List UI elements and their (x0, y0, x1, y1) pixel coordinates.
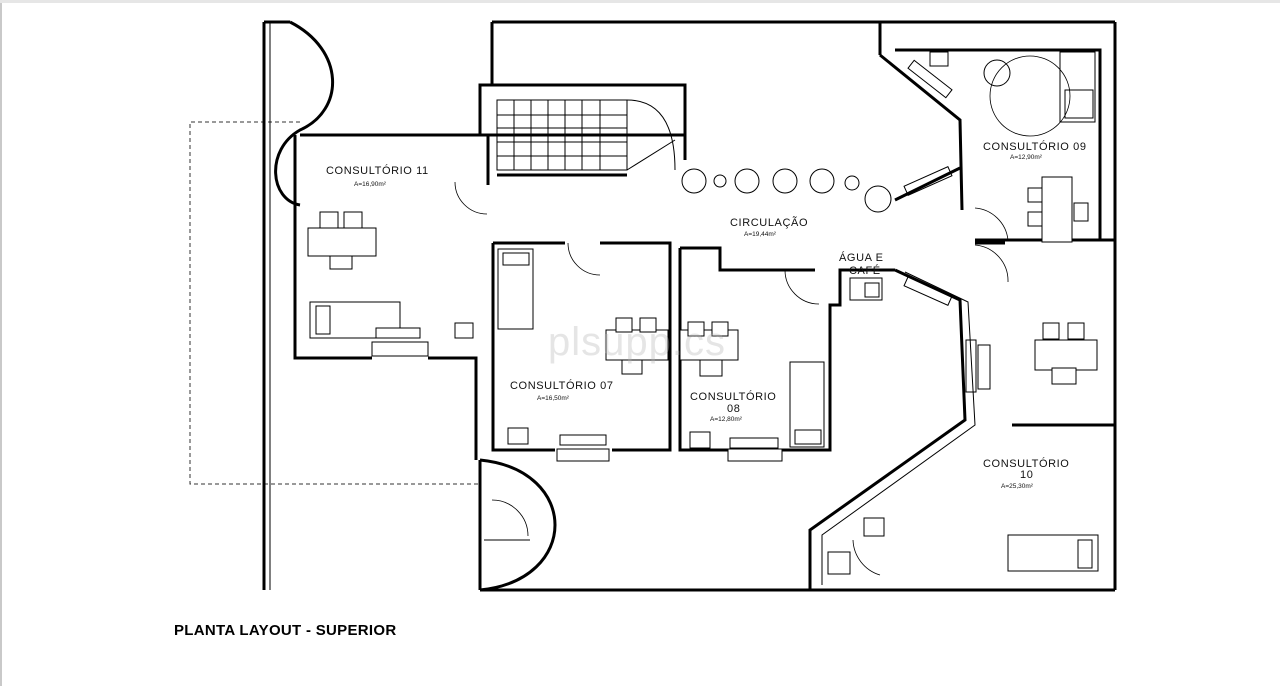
stair (478, 83, 687, 177)
outer-walls (262, 20, 1117, 592)
agua-cafe-label-line1: ÁGUA E (839, 251, 884, 264)
consultorio-09-area: A=12,90m² (1010, 154, 1043, 161)
circulacao-area: A=19,44m² (744, 231, 777, 238)
consultorio-11-area: A=16,90m² (354, 181, 387, 188)
lower-curved-stair (478, 458, 557, 592)
consultorio-08-number: 08 (727, 403, 740, 415)
consultorio-10-label: CONSULTÓRIO (983, 457, 1069, 470)
consultorio-10-area: A=25,30m² (1001, 483, 1034, 490)
drawing-title: PLANTA LAYOUT - SUPERIOR (174, 622, 397, 639)
agua-cafe-label-line2: CAFÉ (849, 264, 881, 277)
dashed-outline (189, 121, 480, 485)
consultorio-08-area: A=12,80m² (710, 416, 743, 423)
watermark: plsupp.cs (548, 320, 726, 364)
consultorio-09-walls (879, 48, 1115, 245)
consultorio-11-walls (293, 133, 490, 460)
consultorio-07-walls (491, 241, 672, 462)
consultorio-07-area: A=16,50m² (537, 395, 570, 402)
consultorio-08-label: CONSULTÓRIO (690, 390, 776, 403)
consultorio-08-walls (678, 246, 895, 462)
consultorio-07-label: CONSULTÓRIO 07 (510, 379, 614, 392)
consultorio-09-label: CONSULTÓRIO 09 (983, 140, 1087, 153)
circulacao-label: CIRCULAÇÃO (730, 216, 808, 229)
page-left-border (0, 0, 2, 686)
consultorio-10-walls (808, 244, 1115, 590)
circulation-planters (681, 168, 892, 213)
consultorio-10-number: 10 (1020, 469, 1033, 481)
page-top-border (0, 0, 1280, 3)
consultorio-11-label: CONSULTÓRIO 11 (326, 164, 429, 177)
